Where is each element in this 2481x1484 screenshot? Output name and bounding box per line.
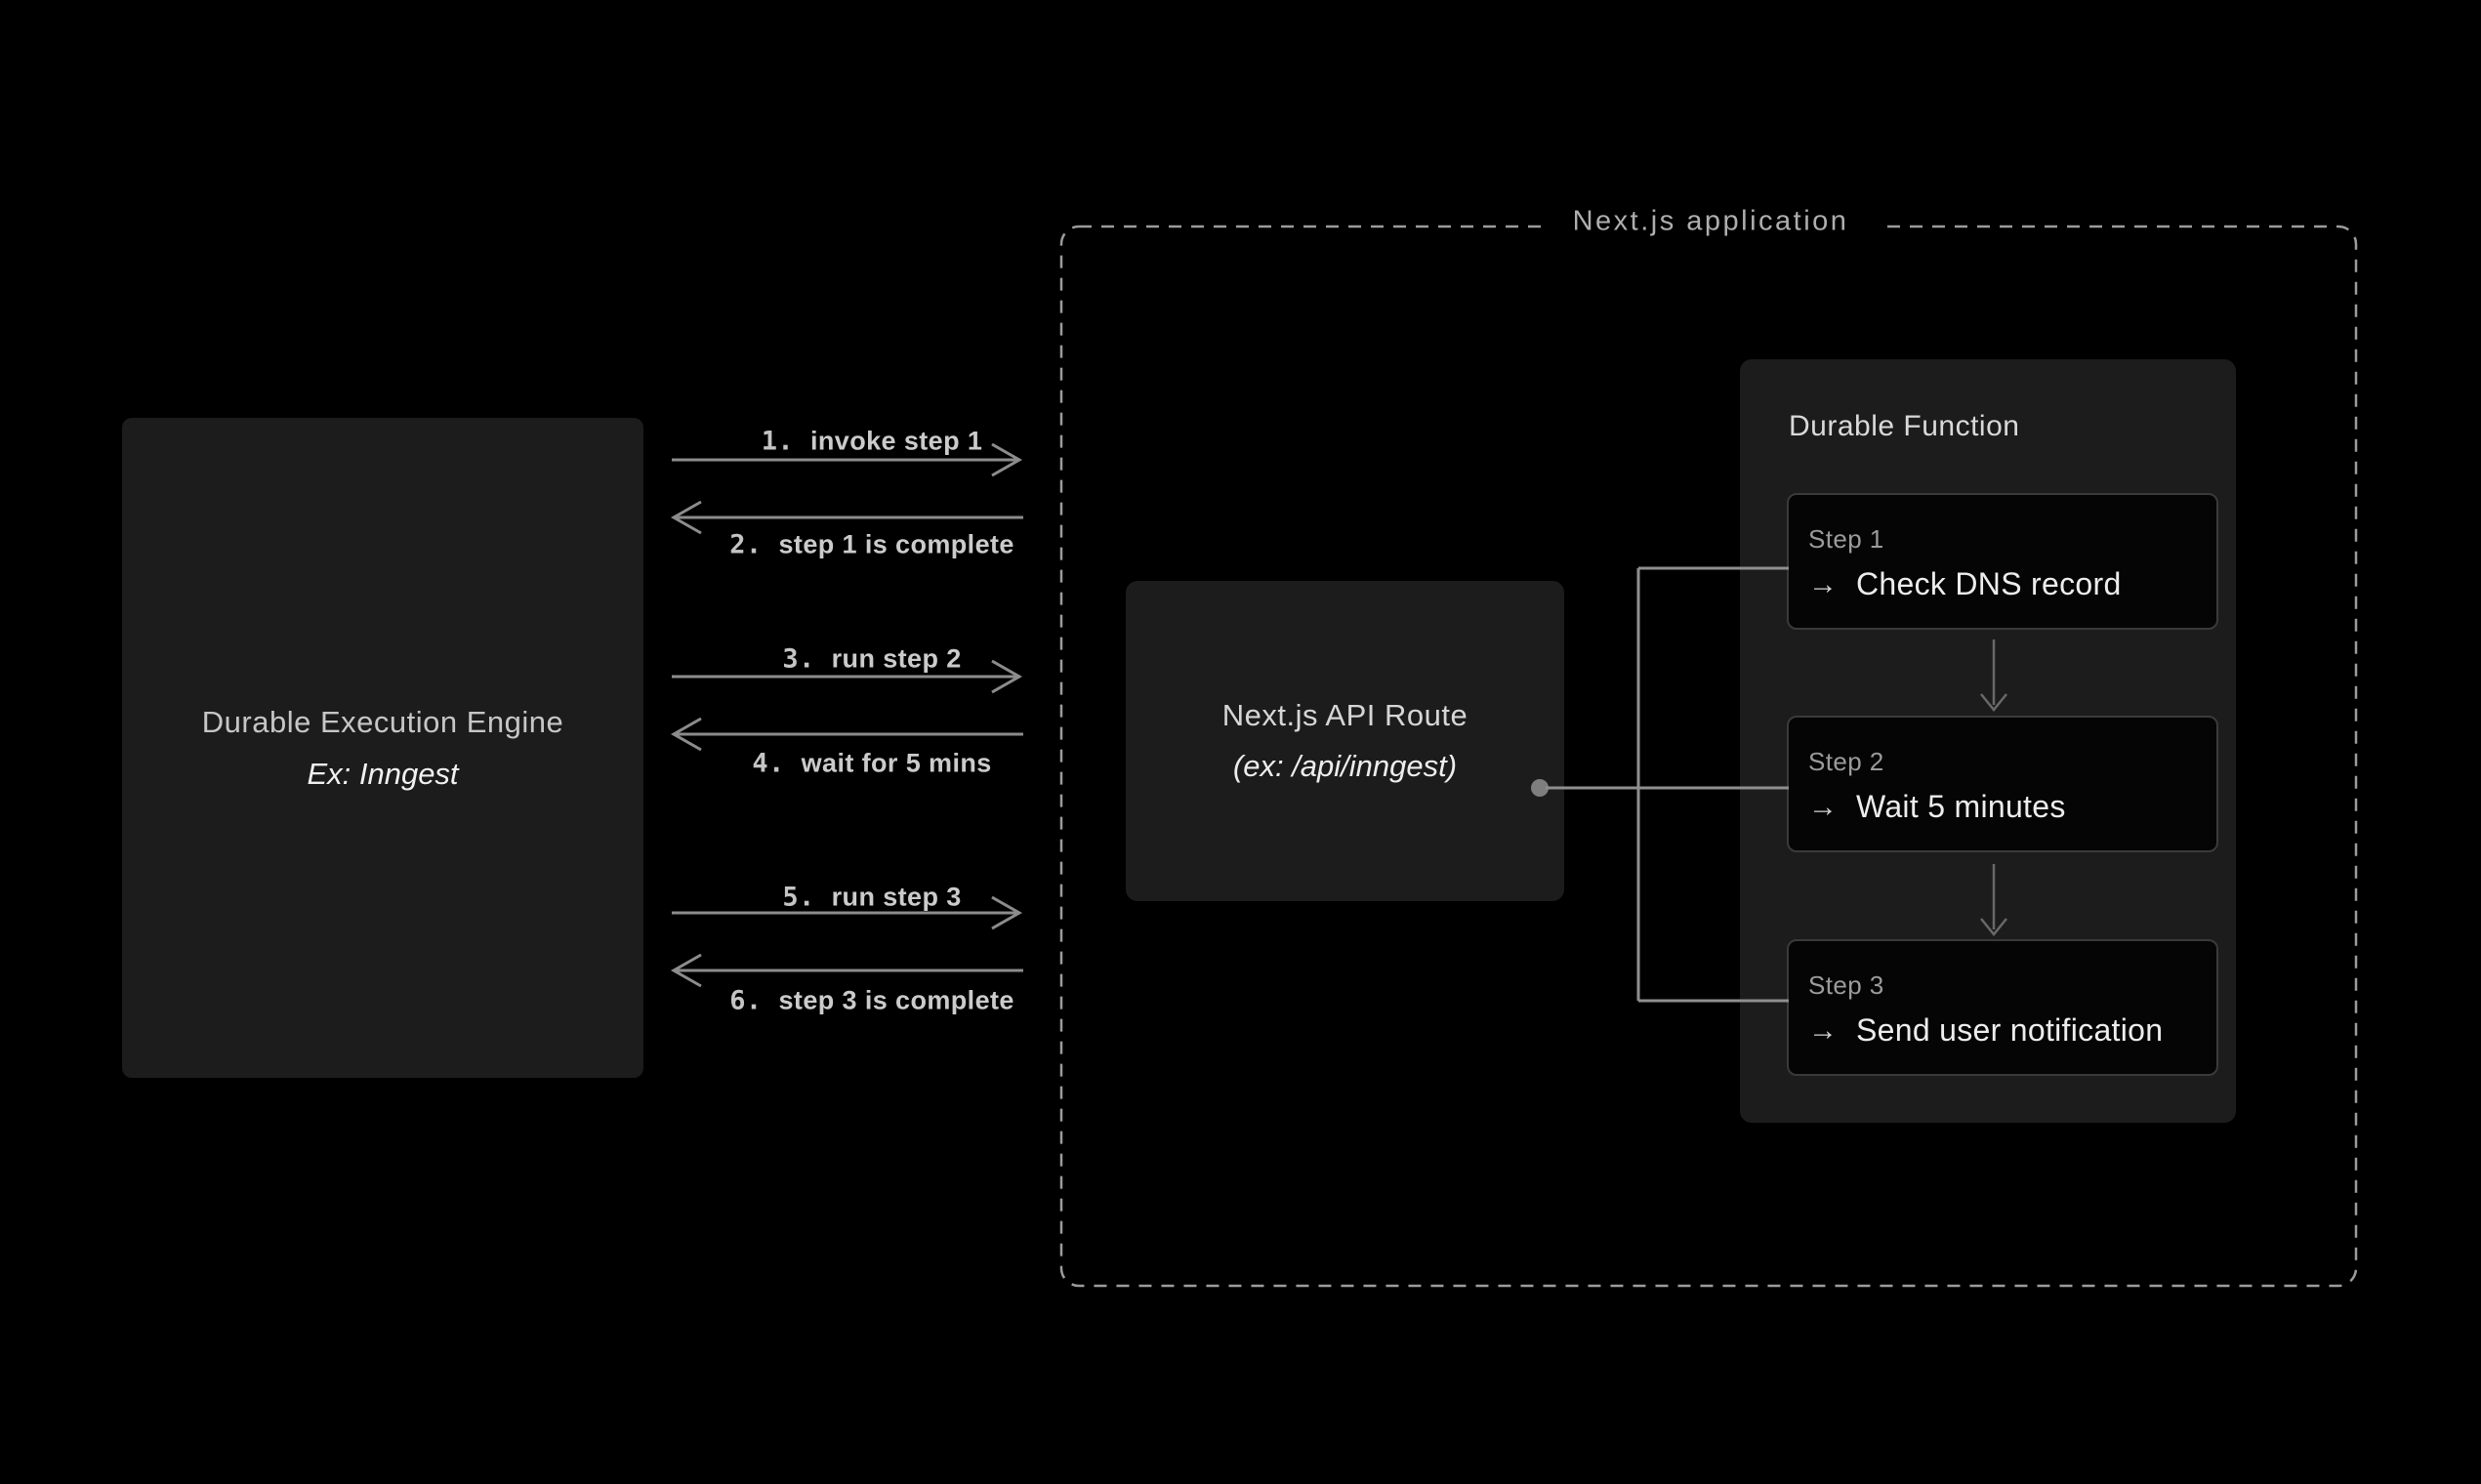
message-5-text: run step 3 (831, 882, 962, 912)
right-arrow-icon: → (1808, 1013, 1838, 1047)
nextjs-application-label: Next.js application (1543, 205, 1879, 238)
message-6-text: step 3 is complete (778, 985, 1014, 1015)
right-arrow-icon: → (1808, 790, 1838, 823)
arrowhead-right-icon (991, 442, 1023, 477)
message-label-6: 6. step 3 is complete (729, 986, 1014, 1016)
arrowhead-left-icon (670, 717, 702, 752)
message-label-2: 2. step 1 is complete (729, 530, 1014, 560)
message-5-number: 5. (782, 882, 815, 913)
step-1-label: Step 1 (1808, 524, 1884, 554)
step-card-3: Step 3 → Send user notification (1787, 939, 2218, 1076)
message-1-number: 1. (761, 426, 795, 457)
message-arrow-4-left (670, 717, 1023, 752)
durable-function-panel: Durable Function Step 1 → Check DNS reco… (1740, 359, 2236, 1123)
message-2-number: 2. (729, 529, 763, 560)
message-4-number: 4. (752, 748, 785, 779)
api-route-title: Next.js API Route (1221, 698, 1468, 732)
right-arrow-icon: → (1808, 567, 1838, 600)
message-arrow-6-left (670, 953, 1023, 988)
step-1-text: Check DNS record (1856, 566, 2122, 601)
arrowhead-left-icon (670, 500, 702, 535)
step-2-text: Wait 5 minutes (1856, 789, 2066, 824)
step-3-text: Send user notification (1856, 1012, 2164, 1048)
engine-box-subtitle: Ex: Inngest (307, 756, 459, 791)
arrowhead-right-icon (991, 895, 1023, 930)
message-3-text: run step 2 (831, 643, 962, 674)
message-arrow-2-left (670, 500, 1023, 535)
step-3-label: Step 3 (1808, 970, 1884, 1000)
message-label-5: 5. run step 3 (782, 883, 961, 913)
message-6-number: 6. (729, 985, 763, 1016)
message-3-number: 3. (782, 643, 815, 675)
step-2-label: Step 2 (1808, 747, 1884, 776)
durable-function-title: Durable Function (1789, 410, 2020, 442)
api-route-subtitle: (ex: /api/inngest) (1232, 749, 1458, 783)
arrowhead-right-icon (991, 659, 1023, 694)
engine-box-title: Durable Execution Engine (201, 704, 564, 739)
message-2-text: step 1 is complete (778, 529, 1014, 559)
nextjs-api-route-box: Next.js API Route (ex: /api/inngest) (1126, 581, 1564, 901)
step-card-2: Step 2 → Wait 5 minutes (1787, 716, 2218, 852)
step-card-1: Step 1 → Check DNS record (1787, 493, 2218, 630)
message-label-1: 1. invoke step 1 (762, 427, 983, 457)
durable-execution-engine-box: Durable Execution Engine Ex: Inngest (122, 418, 643, 1078)
arrowhead-left-icon (670, 953, 702, 988)
message-1-text: invoke step 1 (810, 426, 983, 456)
message-label-3: 3. run step 2 (782, 644, 961, 675)
message-4-text: wait for 5 mins (801, 748, 992, 778)
message-label-4: 4. wait for 5 mins (752, 749, 991, 779)
